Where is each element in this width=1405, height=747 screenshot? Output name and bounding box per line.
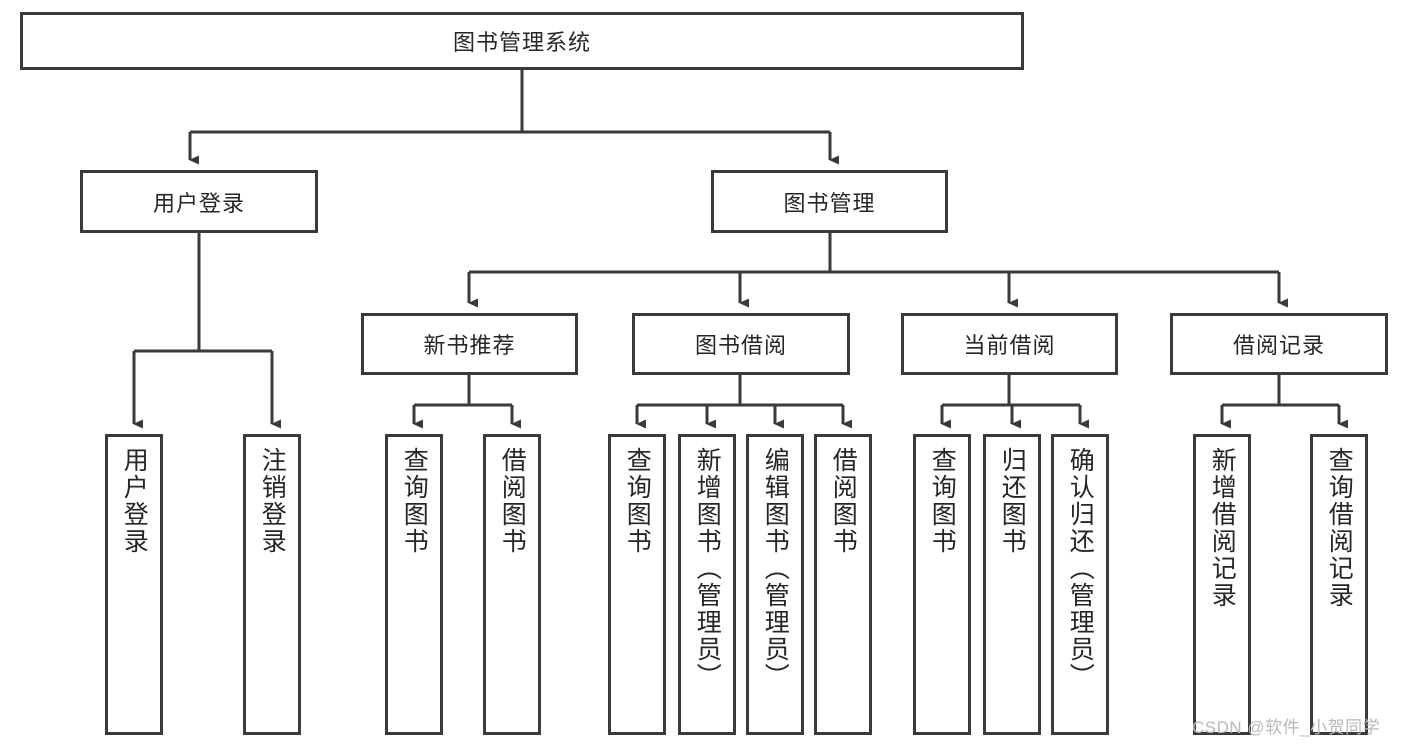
leaf-label: 编辑图书（管理员） [761, 447, 790, 690]
node-book-management[interactable]: 图书管理 [711, 170, 948, 233]
node-root-label: 图书管理系统 [452, 30, 591, 55]
leaf-new-book-recommend-1[interactable]: 借阅图书 [483, 434, 541, 735]
leaf-label: 用户登录 [120, 447, 149, 555]
leaf-book-borrow-2[interactable]: 编辑图书（管理员） [746, 434, 804, 735]
leaf-label: 查询图书 [400, 447, 429, 555]
node-book-borrow[interactable]: 图书借阅 [632, 313, 850, 375]
leaf-label: 借阅图书 [829, 447, 858, 555]
node-user-login-label: 用户登录 [152, 190, 245, 216]
node-borrow-record[interactable]: 借阅记录 [1170, 313, 1388, 375]
leaf-label: 确认归还（管理员） [1066, 447, 1095, 690]
leaf-user-login-1[interactable]: 注销登录 [243, 434, 301, 735]
leaf-current-borrow-0[interactable]: 查询图书 [913, 434, 971, 735]
node-new-book-recommend[interactable]: 新书推荐 [361, 313, 578, 375]
leaf-label: 新增图书（管理员） [693, 447, 722, 690]
leaf-current-borrow-1[interactable]: 归还图书 [983, 434, 1041, 735]
leaf-label: 新增借阅记录 [1208, 447, 1237, 609]
leaf-label: 查询图书 [623, 447, 652, 555]
leaf-book-borrow-3[interactable]: 借阅图书 [814, 434, 872, 735]
leaf-label: 注销登录 [258, 447, 287, 555]
leaf-label: 借阅图书 [498, 447, 527, 555]
leaf-borrow-record-1[interactable]: 查询借阅记录 [1310, 434, 1368, 735]
node-current-borrow[interactable]: 当前借阅 [901, 313, 1118, 375]
node-new-book-recommend-label: 新书推荐 [423, 333, 516, 358]
node-current-borrow-label: 当前借阅 [963, 333, 1056, 358]
leaf-new-book-recommend-0[interactable]: 查询图书 [385, 434, 443, 735]
watermark-text: CSDN @软件_小贺同学 [1192, 718, 1381, 737]
node-root[interactable]: 图书管理系统 [20, 12, 1024, 70]
leaf-book-borrow-1[interactable]: 新增图书（管理员） [678, 434, 736, 735]
leaf-user-login-0[interactable]: 用户登录 [105, 434, 163, 735]
leaf-label: 归还图书 [998, 447, 1027, 555]
leaf-book-borrow-0[interactable]: 查询图书 [608, 434, 666, 735]
leaf-label: 查询借阅记录 [1325, 447, 1354, 609]
node-book-management-label: 图书管理 [783, 190, 876, 216]
node-user-login[interactable]: 用户登录 [80, 170, 318, 233]
node-book-borrow-label: 图书借阅 [694, 333, 787, 358]
leaf-current-borrow-2[interactable]: 确认归还（管理员） [1051, 434, 1109, 735]
leaf-borrow-record-0[interactable]: 新增借阅记录 [1193, 434, 1251, 735]
node-borrow-record-label: 借阅记录 [1232, 333, 1325, 358]
leaf-label: 查询图书 [928, 447, 957, 555]
